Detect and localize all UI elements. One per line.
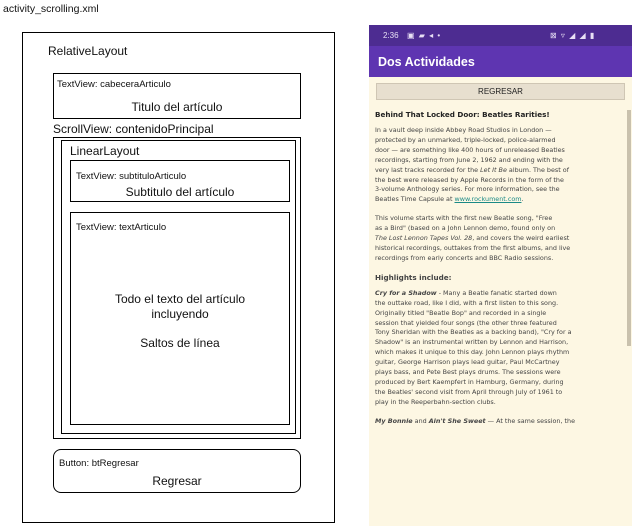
text-articulo-line-3: Saltos de línea [140, 336, 220, 350]
file-name-label: activity_scrolling.xml [3, 3, 99, 15]
status-bar: 2:36 ▣ ▰ ◂ • ⊠ ▿ ◢ ◢ ▮ [369, 25, 632, 46]
subtitulo-articulo-text: Subtitulo del artículo [125, 185, 235, 199]
bt-regresar-text: Regresar [152, 474, 202, 488]
app-bar: Dos Actividades [369, 46, 632, 77]
linear-layout-label: LinearLayout [70, 144, 140, 158]
text-articulo-line-2: incluyendo [151, 307, 209, 321]
article-paragraph-1: In a vault deep inside Abbey Road Studio… [375, 126, 569, 204]
relative-layout-label: RelativeLayout [48, 44, 128, 58]
article-paragraph-2: This volume starts with the first new Be… [375, 214, 571, 262]
subtitulo-articulo-label: TextView: subtituloArticulo [76, 171, 187, 182]
article-paragraph-4: My Bonnie and Ain't She Sweet — At the s… [375, 416, 576, 425]
cabecera-articulo-label: TextView: cabeceraArticulo [57, 79, 171, 90]
phone-screen: 2:36 ▣ ▰ ◂ • ⊠ ▿ ◢ ◢ ▮ Dos Actividades R… [369, 25, 632, 526]
regresar-button[interactable]: REGRESAR [376, 83, 625, 100]
article-content: Behind That Locked Door: Beatles Raritie… [375, 110, 625, 436]
text-articulo-line-1: Todo el texto del artículo [114, 292, 246, 306]
scrollview-label: ScrollView: contenidoPrincipal [53, 122, 214, 136]
status-time: 2:36 [383, 31, 399, 40]
bt-regresar-label: Button: btRegresar [59, 458, 139, 469]
highlights-label: Highlights include: [375, 272, 452, 282]
cabecera-articulo-text: Titulo del artículo [131, 100, 223, 114]
notification-icons: ▣ ▰ ◂ • [407, 31, 442, 40]
rockument-link[interactable]: www.rockument.com [454, 195, 522, 204]
system-icons: ⊠ ▿ ◢ ◢ ▮ [550, 31, 596, 40]
bt-regresar-box: Button: btRegresar Regresar [53, 449, 301, 493]
article-heading: Behind That Locked Door: Beatles Raritie… [375, 110, 550, 119]
scrollbar[interactable] [627, 110, 631, 346]
text-articulo-box: TextView: textArticulo Todo el texto del… [70, 212, 290, 425]
cabecera-articulo-box: TextView: cabeceraArticulo Titulo del ar… [53, 73, 301, 119]
app-title: Dos Actividades [378, 55, 475, 69]
article-paragraph-3: Cry for a Shadow - Many a Beatle fanatic… [375, 288, 572, 406]
subtitulo-articulo-box: TextView: subtituloArticulo Subtitulo de… [70, 160, 290, 202]
text-articulo-label: TextView: textArticulo [76, 222, 167, 233]
